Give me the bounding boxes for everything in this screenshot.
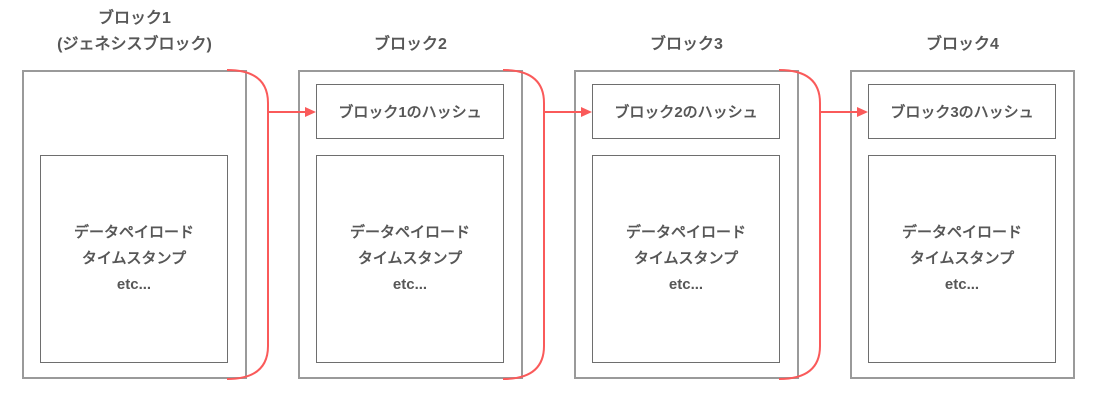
block-2-box: ブロック1のハッシュ データペイロード タイムスタンプ etc... <box>298 70 523 379</box>
payload-line: データペイロード <box>73 224 194 241</box>
block-3-group: ブロック3 ブロック2のハッシュ データペイロード タイムスタンプ etc... <box>574 0 799 400</box>
block-4-payload-box: データペイロード タイムスタンプ etc... <box>868 155 1056 363</box>
block-2-payload-box: データペイロード タイムスタンプ etc... <box>316 155 504 363</box>
block-1-payload-box: データペイロード タイムスタンプ etc... <box>40 155 228 363</box>
payload-line: タイムスタンプ <box>81 250 187 267</box>
payload-line: etc... <box>392 276 428 293</box>
block-1-title: ブロック1 (ジェネシスブロック) <box>22 6 247 58</box>
block-3-title: ブロック3 <box>650 36 723 53</box>
block-4-hash-box: ブロック3のハッシュ <box>868 84 1056 139</box>
block-3-box: ブロック2のハッシュ データペイロード タイムスタンプ etc... <box>574 70 799 379</box>
block-2-group: ブロック2 ブロック1のハッシュ データペイロード タイムスタンプ etc... <box>298 0 523 400</box>
block-4-title: ブロック4 <box>926 36 999 53</box>
block-1-title-line1: ブロック1 <box>98 10 171 27</box>
payload-line: タイムスタンプ <box>357 250 463 267</box>
block-1-title-line2: (ジェネシスブロック) <box>57 36 212 53</box>
block-1-group: ブロック1 (ジェネシスブロック) データペイロード タイムスタンプ etc..… <box>22 0 247 400</box>
payload-line: データペイロード <box>349 224 470 241</box>
block-3-payload-box: データペイロード タイムスタンプ etc... <box>592 155 780 363</box>
payload-line: データペイロード <box>625 224 746 241</box>
payload-line: タイムスタンプ <box>909 250 1015 267</box>
block-3-hash-box: ブロック2のハッシュ <box>592 84 780 139</box>
payload-line: etc... <box>668 276 704 293</box>
payload-line: etc... <box>944 276 980 293</box>
block-2-hash-box: ブロック1のハッシュ <box>316 84 504 139</box>
block-1-box: データペイロード タイムスタンプ etc... <box>22 70 247 379</box>
block-4-box: ブロック3のハッシュ データペイロード タイムスタンプ etc... <box>850 70 1075 379</box>
block-2-title: ブロック2 <box>374 36 447 53</box>
block-4-group: ブロック4 ブロック3のハッシュ データペイロード タイムスタンプ etc... <box>850 0 1075 400</box>
payload-line: データペイロード <box>901 224 1022 241</box>
payload-line: etc... <box>116 276 152 293</box>
payload-line: タイムスタンプ <box>633 250 739 267</box>
